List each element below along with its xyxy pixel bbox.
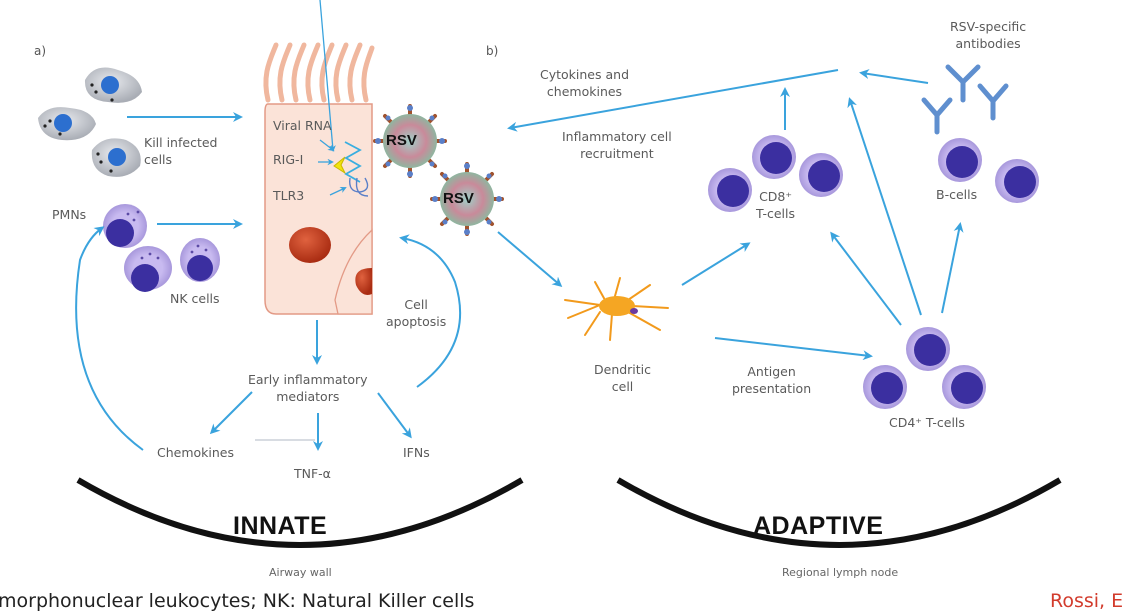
rsv-label-1: RSV (386, 132, 417, 149)
arrow-antigen-presentation (714, 337, 873, 361)
viral-rna-label: Viral RNA (273, 118, 332, 133)
arrow-cd4-to-effector (847, 97, 922, 316)
antibodies-label: RSV-specific antibodies (950, 19, 1027, 51)
cell-apoptosis-label: Cell apoptosis (386, 297, 447, 329)
cytokines-label: Cytokines and chemokines (540, 67, 630, 99)
arrow-apoptosis (399, 234, 462, 388)
cilia (263, 42, 375, 103)
pmns-label: PMNs (52, 207, 87, 222)
epithelial-cell (263, 0, 375, 315)
cd8-t-cells-label: CD8⁺ T-cells (756, 189, 796, 221)
inflammatory-recruitment-label: Inflammatory cell recruitment (562, 129, 672, 161)
rig-i-receptor-icon (333, 141, 369, 197)
airway-wall-label: Airway wall (269, 566, 332, 579)
cd4-t-cells-label: CD4⁺ T-cells (889, 415, 965, 430)
panel-a-label: a) (34, 44, 47, 58)
arrow-cd4-to-bcells (941, 222, 964, 314)
antigen-presentation-label: Antigen presentation (732, 364, 812, 396)
rig-i-label: RIG-I (273, 152, 304, 167)
arrow-virus-to-dendritic (497, 231, 563, 287)
b-cells (938, 138, 1039, 203)
rsv-virus-1 (373, 104, 447, 178)
innate-arc (76, 477, 524, 548)
arrow-cd4-to-cd8 (830, 231, 902, 326)
arrow-chemokines-to-pmn (75, 226, 144, 451)
early-mediators-label: Early inflammatory mediators (248, 372, 368, 404)
lymph-node-label: Regional lymph node (782, 566, 899, 579)
rsv-virus-2 (430, 162, 504, 236)
innate-title: INNATE (233, 512, 328, 540)
arrow-to-ifns (377, 392, 412, 439)
b-cells-label: B-cells (936, 187, 978, 202)
pmn-nk-cells (103, 204, 220, 292)
infected-cells (38, 67, 142, 177)
arrow-to-chemokines (209, 391, 253, 435)
adaptive-arc (616, 477, 1062, 548)
tlr3-label: TLR3 (273, 188, 305, 203)
nk-cells-label: NK cells (170, 291, 220, 306)
dendritic-cell-icon (564, 277, 669, 341)
citation: Rossi, E (1050, 590, 1124, 612)
dendritic-cell-label: Dendritic cell (594, 362, 652, 394)
tnf-alpha-label: TNF-α (294, 466, 331, 481)
arrow-cytokines (507, 69, 839, 132)
cd4-t-cells (863, 327, 986, 409)
arrow-antibodies (859, 69, 929, 84)
antibody-icons (921, 64, 1009, 135)
abbreviations-footnote: morphonuclear leukocytes; NK: Natural Ki… (0, 590, 475, 612)
cell-nucleus (289, 227, 331, 263)
adaptive-arrows (497, 69, 964, 361)
innate-arrows (75, 112, 462, 451)
ifns-label: IFNs (403, 445, 430, 460)
kill-infected-label: Kill infected cells (144, 135, 218, 167)
rsv-label-2: RSV (443, 190, 474, 207)
panel-b-label: b) (486, 44, 499, 58)
adaptive-title: ADAPTIVE (753, 512, 884, 540)
arrow-dendritic-to-cd8 (681, 242, 751, 286)
cd8-t-cells (708, 135, 843, 212)
chemokines-label: Chemokines (157, 445, 235, 460)
